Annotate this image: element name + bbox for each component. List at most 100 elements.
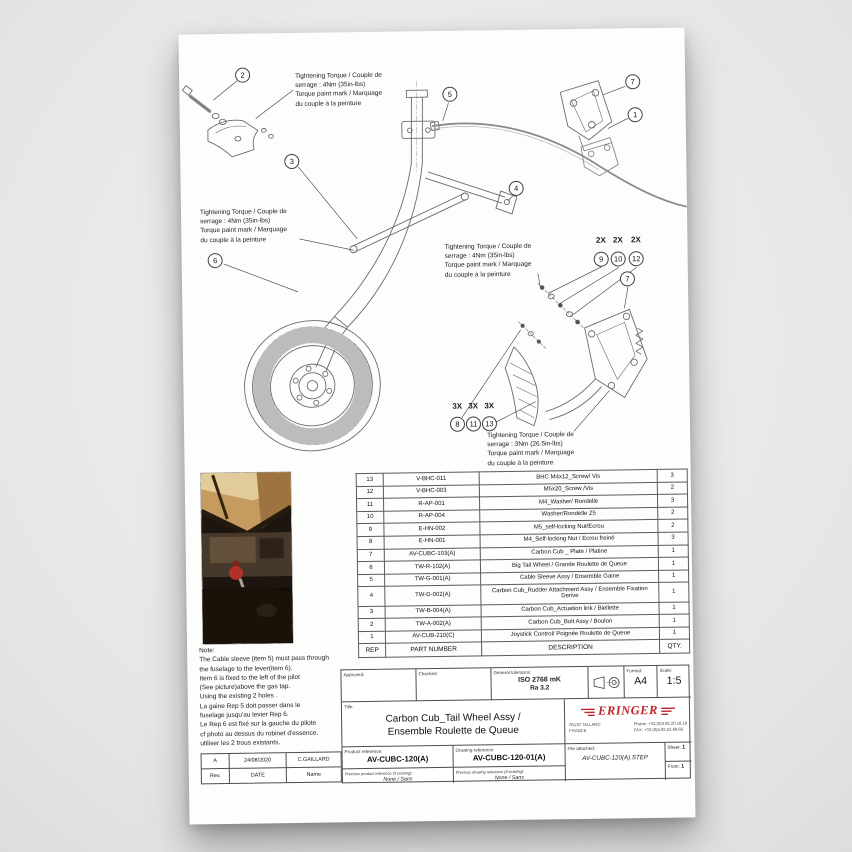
qty-label-2x: 2X: [595, 235, 606, 245]
top-bracket: [207, 119, 274, 158]
fasteners-9-10-12: [537, 283, 585, 330]
format-label: Format:: [626, 667, 643, 673]
cable-sleeve-item5: [429, 121, 687, 208]
torque-note-middle: Tightening Torque / Couple de serrage : …: [444, 242, 532, 279]
bom-cell: 3: [358, 605, 386, 619]
bom-header-part-number: PART NUMBER: [385, 642, 482, 658]
file-attached-value: AV-CUBC-120(A).STEP: [582, 753, 649, 762]
fax: FAX: +33.(0)4.92.52.69.66: [633, 726, 684, 733]
previous-drawing-label: Previous drawing reference (if existing)…: [455, 768, 525, 775]
bom-cell: 11: [356, 498, 384, 512]
rudder-attachment-item4: [425, 171, 518, 215]
bom-cell: 1: [358, 630, 386, 644]
cockpit-photo-art: [200, 472, 294, 645]
bom-cell: 2: [657, 519, 689, 533]
checked-cell: Checked:: [416, 668, 492, 702]
logo-wing-right-icon: [661, 706, 675, 715]
installation-note: Note: The Cable sleeve (item 5) must pas…: [199, 647, 329, 748]
previous-product-cell: Previous product reference (if existing)…: [342, 767, 454, 785]
projection-symbol-cell: [588, 666, 625, 699]
bom-cell: 2: [657, 481, 688, 495]
previous-drawing-cell: Previous drawing reference (if existing)…: [453, 766, 566, 783]
bom-cell: 3: [658, 531, 689, 545]
sheet-value: 1: [682, 744, 686, 751]
title-block: Approved: Checked: General tolerance: IS…: [340, 664, 692, 785]
bom-header-rep: REP: [358, 643, 386, 659]
tolerance-value: ISO 2768 mK: [518, 675, 562, 684]
bom-header-description: DESCRIPTION: [481, 639, 660, 657]
sheet-label: Sheet:: [667, 744, 681, 750]
bom-cell: 6: [357, 561, 385, 575]
roughness-value: Ra 3.2: [530, 683, 550, 692]
callout-balloon-7: 7: [625, 74, 641, 90]
bom-cell: 1: [659, 626, 690, 640]
bom-cell: 1: [658, 582, 689, 602]
file-attached-cell: File attached: AV-CUBC-120(A).STEP Sheet…: [565, 742, 692, 781]
company-address: 05130 TALLARD FRANCE: [569, 722, 600, 735]
address-line2: FRANCE: [569, 728, 587, 734]
checked-label: Checked:: [418, 670, 438, 676]
product-reference-value: AV-CUBC-120(A): [366, 753, 429, 764]
scale-label: Scale:: [659, 667, 673, 673]
bom-cell: 5: [357, 573, 385, 587]
scale-cell: Scale: 1:5: [657, 665, 691, 698]
logo-wing-left-icon: [581, 708, 595, 716]
tolerance-label: General tolerance:: [493, 669, 532, 675]
previous-drawing-value: None / Sans: [494, 774, 525, 782]
lower-plate-item7: [584, 308, 648, 398]
tail-wheel-item6: [244, 320, 381, 452]
callout-balloon-9: 9: [593, 251, 609, 267]
drawing-sheet: Tightening Torque / Couple de serrage : …: [178, 27, 696, 825]
revision-author: C.GAILLARD: [286, 752, 341, 768]
title-cell: Title: Carbon Cub_Tail Wheel Assy / Ense…: [341, 699, 566, 748]
bom-cell: 1: [658, 557, 689, 571]
bom-cell: 3: [657, 494, 688, 508]
bom-cell: 2: [657, 506, 688, 520]
bom-cell: 3: [657, 469, 688, 483]
tolerance-cell: General tolerance: ISO 2768 mK Ra 3.2: [491, 666, 589, 701]
revision-label: Rev.: [201, 768, 230, 784]
from-label: From:: [667, 763, 680, 769]
leader-lines: [213, 80, 637, 432]
bom-cell: 1: [658, 569, 689, 583]
rudder-blade: [504, 346, 602, 427]
bom-cell: 7: [357, 548, 385, 562]
callout-balloon-10: 10: [610, 251, 626, 267]
bom-cell: 13: [356, 473, 384, 487]
callout-balloon-7b: 7: [619, 271, 636, 287]
brand-name: ERINGER: [598, 702, 658, 718]
callout-balloon-1: 1: [627, 107, 643, 123]
torque-note-top: Tightening Torque / Couple de serrage : …: [295, 71, 383, 108]
bom-cell: 1: [658, 601, 690, 615]
from-value: 1: [681, 763, 685, 770]
previous-product-value: None / Sans: [383, 776, 413, 783]
bom-cell: Carbon Cub_Rudder Attachment Assy / Ense…: [480, 582, 659, 605]
callout-balloon-12: 12: [628, 251, 644, 267]
format-value: A4: [634, 674, 648, 687]
date-label: DATE: [229, 767, 287, 783]
name-label: Name: [306, 771, 322, 778]
torque-note-left: Tightening Torque / Couple de serrage : …: [199, 208, 288, 244]
exploded-view-drawing: [181, 80, 687, 452]
drawing-reference-value: AV-CUBC-120-01(A): [472, 752, 546, 763]
bom-cell: 2: [358, 618, 386, 632]
company-contact: Phone: +33.(0)4.92.20.16.19 FAX: +33.(0)…: [634, 721, 688, 734]
bom-cell: 1: [659, 614, 690, 628]
callout-balloon-6: 6: [207, 252, 223, 269]
format-cell: Format: A4: [624, 665, 658, 699]
revision-letter: A: [201, 753, 230, 769]
projection-symbol-icon: [593, 675, 621, 689]
scale-value: 1:5: [666, 674, 682, 687]
qty-label-3x: 3X: [484, 401, 495, 411]
revision-block: A 24/08/2020 C.GAILLARD Rev. DATE Name: [200, 751, 342, 785]
qty-label-2x: 2X: [612, 235, 623, 245]
bom-cell: TW-D-002(A): [384, 585, 481, 606]
center-mast: [401, 81, 436, 174]
approved-cell: Approved:: [341, 669, 417, 703]
bolt-assy-item2: [181, 85, 227, 126]
callout-balloon-3: 3: [284, 153, 300, 170]
qty-label-3x: 3X: [452, 401, 463, 411]
approved-label: Approved:: [343, 671, 365, 677]
